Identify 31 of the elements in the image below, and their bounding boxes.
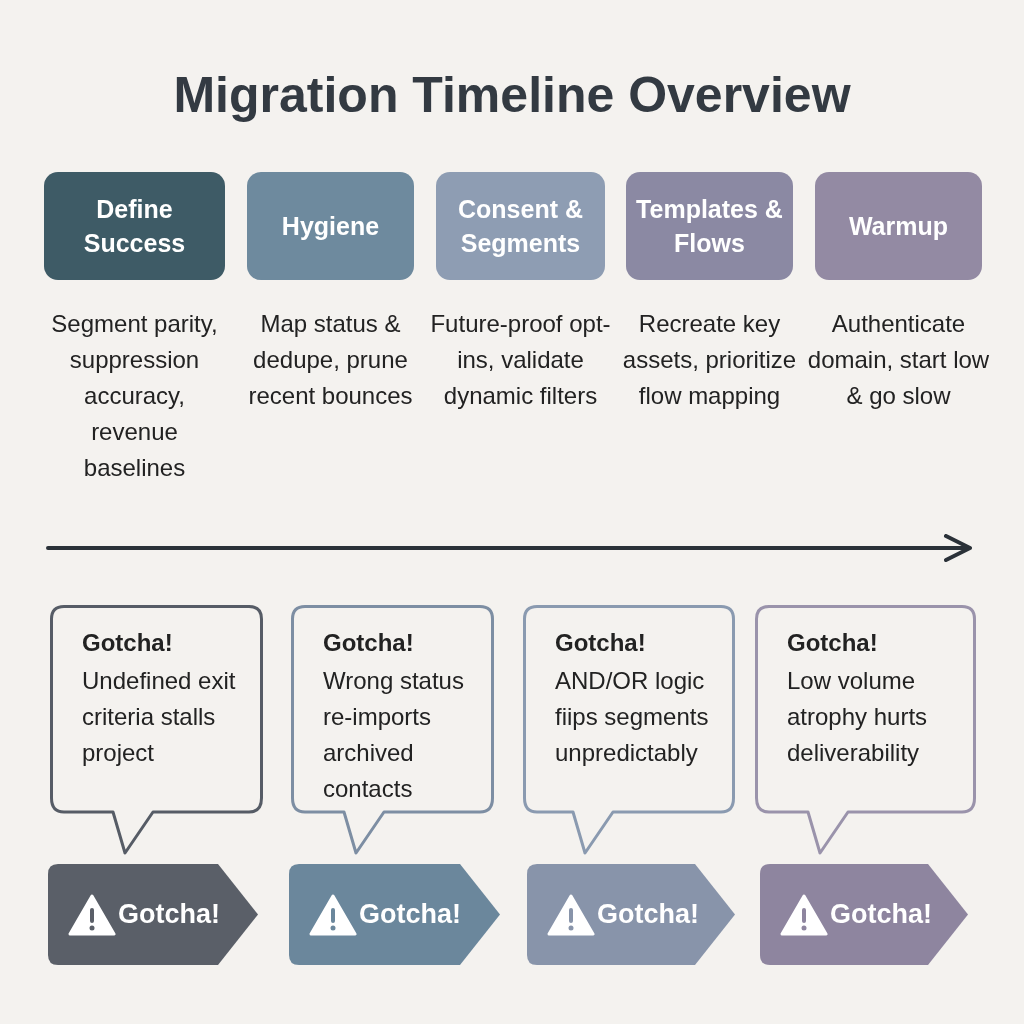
diagram-title: Migration Timeline Overview bbox=[172, 66, 852, 124]
phase-box: Hygiene bbox=[247, 172, 414, 280]
callout-text: AND/OR logic fiips segments unpredictably bbox=[555, 666, 710, 768]
phase-description: Map status & dedupe, prune recent bounces bbox=[247, 309, 414, 411]
speech-bubble bbox=[523, 605, 735, 855]
phase-description: Segment parity, suppression accuracy, revenue baselines bbox=[50, 309, 219, 483]
phase-description: Future-proof opt-ins, validate dynamic filters bbox=[429, 309, 612, 411]
phase-box: Define Success bbox=[44, 172, 225, 280]
warning-tag bbox=[289, 864, 500, 965]
speech-bubble bbox=[291, 605, 494, 855]
speech-bubble bbox=[50, 605, 263, 855]
callout-text: Low volume atrophy hurts deliverability bbox=[787, 666, 929, 768]
tag-label: Gotcha! bbox=[830, 899, 932, 930]
phase-box: Warmup bbox=[815, 172, 982, 280]
warning-tag bbox=[760, 864, 968, 965]
phase-box: Consent & Segments bbox=[436, 172, 605, 280]
tag-label: Gotcha! bbox=[359, 899, 461, 930]
callout-text: Undefined exit criteria stalls project bbox=[82, 666, 237, 768]
callout-text: Wrong status re-imports archived contacts bbox=[323, 666, 465, 804]
callout-heading: Gotcha! bbox=[787, 629, 878, 657]
phase-description: Authenticate domain, start low & go slow bbox=[806, 309, 991, 411]
callout-heading: Gotcha! bbox=[323, 629, 414, 657]
phase-description: Recreate key assets, prioritize flow mapping bbox=[621, 309, 798, 411]
warning-tag bbox=[48, 864, 258, 965]
warning-tag bbox=[527, 864, 735, 965]
tag-label: Gotcha! bbox=[118, 899, 220, 930]
callout-heading: Gotcha! bbox=[82, 629, 173, 657]
phase-box: Templates & Flows bbox=[626, 172, 793, 280]
tag-label: Gotcha! bbox=[597, 899, 699, 930]
speech-bubble bbox=[755, 605, 976, 855]
callout-heading: Gotcha! bbox=[555, 629, 646, 657]
